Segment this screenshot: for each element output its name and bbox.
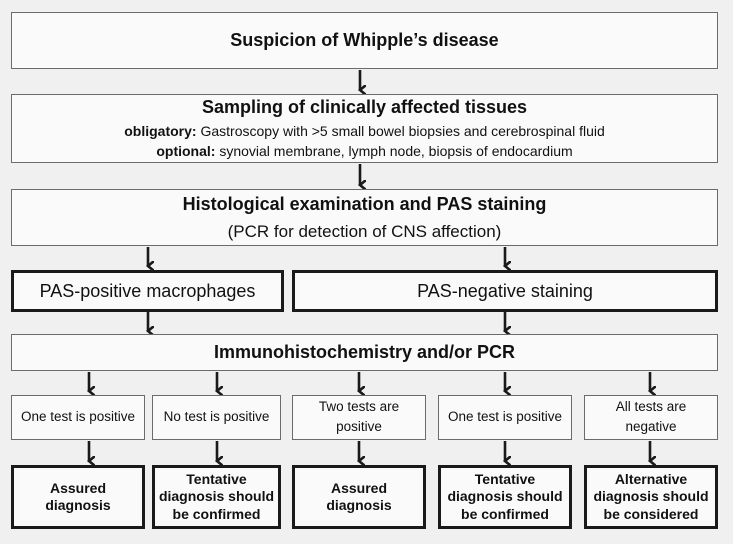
outcome-2-line-3: be confirmed — [172, 505, 261, 522]
outcome-box-4: Tentative diagnosis should be confirmed — [438, 465, 572, 529]
test-box-3: Two tests are positive — [292, 395, 426, 440]
outcome-box-1: Assured diagnosis — [11, 465, 145, 529]
obligatory-label: obligatory: — [124, 122, 197, 139]
outcome-box-3: Assured diagnosis — [292, 465, 426, 529]
optional-label: optional: — [156, 143, 216, 160]
suspicion-title: Suspicion of Whipple’s disease — [230, 30, 499, 50]
test-3-line-2: positive — [336, 419, 382, 434]
obligatory-text: Gastroscopy with >5 small bowel biopsies… — [196, 122, 605, 139]
test-5-line-2: negative — [625, 419, 677, 434]
outcome-box-5: Alternative diagnosis should be consider… — [584, 465, 718, 529]
optional-text: synovial membrane, lymph node, biopsis o… — [215, 143, 573, 160]
pas-negative-label: PAS-negative staining — [417, 280, 593, 301]
immuno-title: Immunohistochemistry and/or PCR — [213, 342, 516, 362]
pas-positive-box: PAS-positive macrophages — [11, 270, 284, 312]
suspicion-box: Suspicion of Whipple’s disease — [11, 12, 718, 69]
test-box-5: All tests are negative — [584, 395, 718, 440]
outcome-box-2: Tentative diagnosis should be confirmed — [152, 465, 281, 529]
test-4-line-1: One test is positive — [447, 409, 563, 425]
test-1-line-1: One test is positive — [20, 409, 136, 425]
histology-title: Histological examination and PAS stainin… — [182, 194, 547, 215]
outcome-4-line-3: be confirmed — [461, 505, 549, 522]
immuno-box: Immunohistochemistry and/or PCR — [11, 334, 718, 371]
outcome-3-line-1: Assured — [330, 479, 388, 496]
sampling-title: Sampling of clinically affected tissues — [201, 97, 528, 118]
test-2-line-1: No test is positive — [163, 409, 270, 425]
pas-negative-box: PAS-negative staining — [292, 270, 718, 312]
outcome-5-line-1: Alternative — [614, 470, 688, 487]
sampling-obligatory: obligatory: Gastroscopy with >5 small bo… — [124, 123, 605, 141]
outcome-4-line-2: diagnosis should — [447, 488, 563, 505]
outcome-1-line-1: Assured — [49, 479, 107, 496]
test-3-line-1: Two tests are — [318, 399, 400, 415]
sampling-optional: optional: synovial membrane, lymph node,… — [156, 143, 572, 161]
outcome-4-line-1: Tentative — [474, 470, 536, 487]
test-box-4: One test is positive — [438, 395, 572, 440]
outcome-5-line-3: be considered — [603, 505, 699, 522]
test-box-1: One test is positive — [11, 395, 145, 440]
pas-positive-label: PAS-positive macrophages — [39, 280, 256, 301]
outcome-2-line-2: diagnosis should — [158, 488, 275, 505]
test-5-line-1: All tests are — [615, 399, 687, 415]
sampling-box: Sampling of clinically affected tissues … — [11, 94, 718, 163]
outcome-1-line-2: diagnosis — [45, 497, 111, 513]
outcome-5-line-2: diagnosis should — [593, 488, 709, 505]
test-box-2: No test is positive — [152, 395, 281, 440]
histology-box: Histological examination and PAS stainin… — [11, 189, 718, 246]
outcome-2-line-1: Tentative — [186, 470, 247, 487]
outcome-3-line-2: diagnosis — [326, 497, 392, 513]
histology-subtitle: (PCR for detection of CNS affection) — [227, 221, 502, 241]
